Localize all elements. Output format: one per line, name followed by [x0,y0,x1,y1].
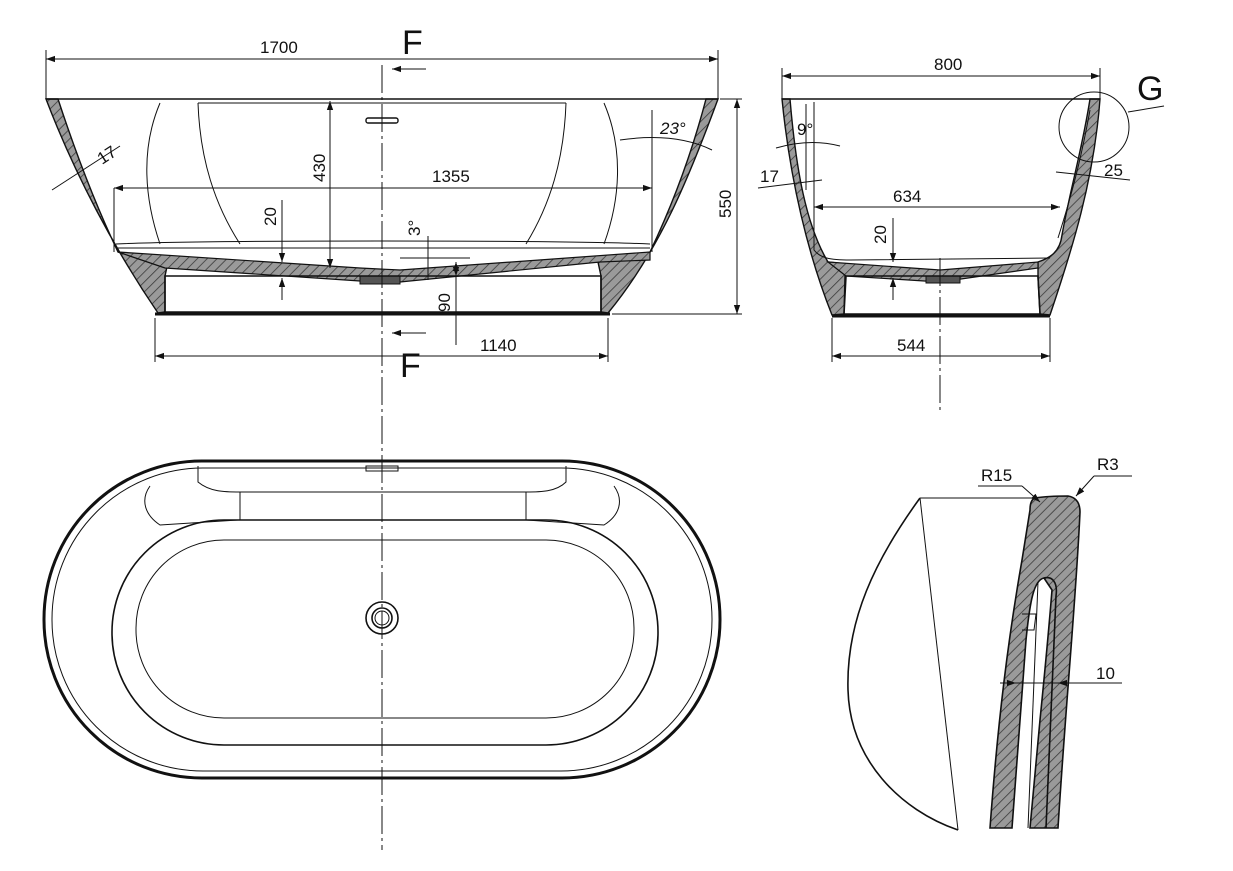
dim-width: 800 [934,55,962,74]
dim-floor: 20 [261,207,280,226]
dim-rim: 25 [1104,161,1123,180]
dim-thickness: 10 [1096,664,1115,683]
plan-drain [365,601,399,635]
detail-label: G [1137,70,1163,108]
side-shell-right [1037,98,1101,316]
section-label-top: F [402,24,423,62]
dim-side-floor: 20 [871,225,890,244]
side-shell-left [781,98,847,316]
plan-view [42,459,722,780]
detail-shell [989,495,1081,829]
dim-base-width: 544 [897,336,925,355]
dim-length: 1700 [260,38,298,57]
dim-side-flare: 9° [797,120,813,139]
dim-height: 550 [716,190,735,218]
dim-inner-width: 634 [893,187,921,206]
dim-base-length: 1140 [480,336,517,355]
dim-side-wall: 17 [760,167,779,186]
dim-outer-radius: R15 [981,466,1012,485]
section-label-bottom: F [400,347,421,385]
dim-inner-radius: R3 [1097,455,1119,474]
dim-slope: 3° [405,220,424,236]
plan-inner-basin [111,519,659,746]
dim-wall: 17 [94,142,120,168]
side-section-view: 800 634 544 20 17 9° 25 G [757,55,1165,410]
detail-callout-circle [1058,91,1130,163]
dim-flare: 23° [659,119,686,138]
front-shell-right [597,98,720,314]
dim-inner-depth: 430 [310,154,329,182]
detail-view: 10 R15 R3 [847,455,1132,831]
dim-plinth: 90 [435,293,454,312]
dim-inner-length: 1355 [432,167,470,186]
plan-outer-rim [42,459,722,780]
front-section-view: 1700 1355 1140 550 430 20 3° 90 17 23° [44,24,742,850]
